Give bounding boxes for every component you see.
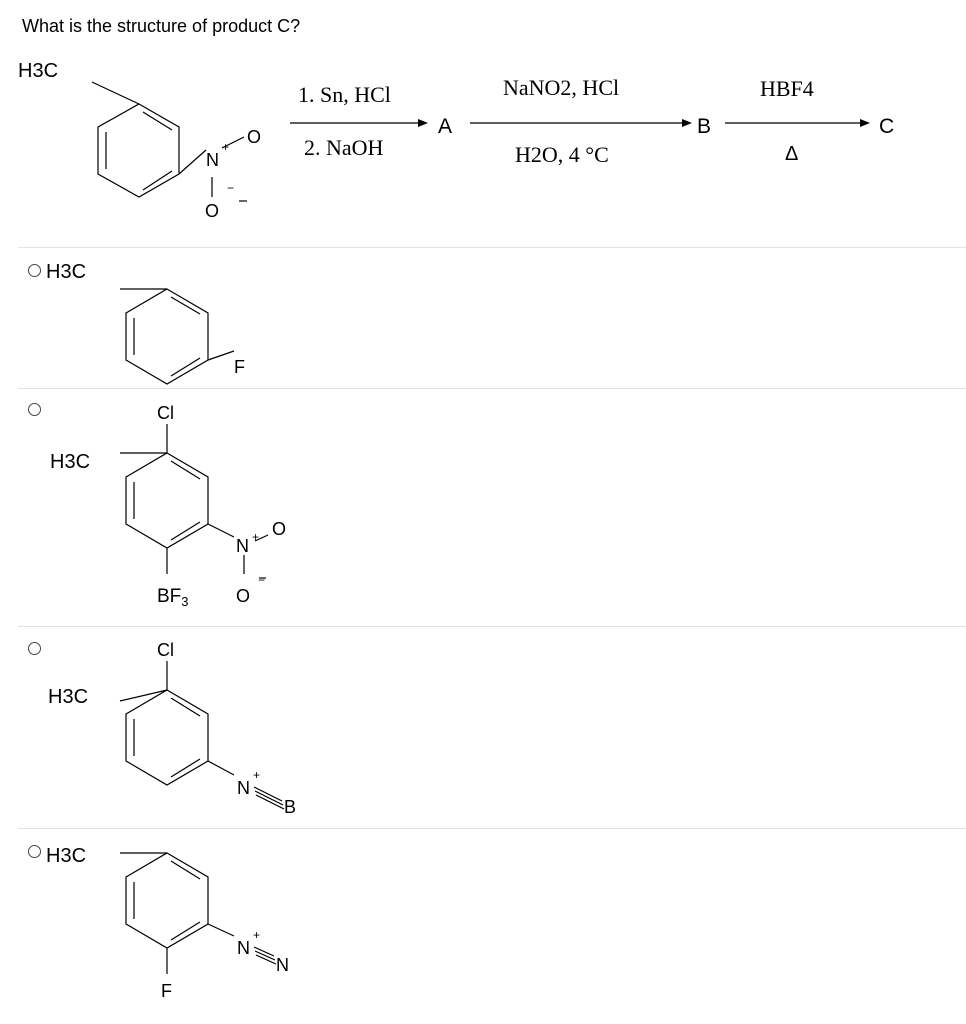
methyl-group: H3C bbox=[46, 261, 86, 283]
plus-charge: + bbox=[252, 530, 259, 544]
option-1-radio[interactable] bbox=[28, 264, 41, 277]
benzene-ring bbox=[125, 852, 209, 949]
option-4-radio[interactable] bbox=[28, 845, 41, 858]
nitro-oxygen-double: O bbox=[272, 519, 286, 539]
divider bbox=[18, 828, 966, 829]
option-1-structure[interactable]: H3C F bbox=[0, 248, 400, 388]
product-c: C bbox=[879, 115, 894, 138]
methyl-group: H3C bbox=[48, 686, 88, 708]
option-2-radio[interactable] bbox=[28, 403, 41, 416]
minus-charge: − bbox=[258, 573, 265, 587]
option-3-radio[interactable] bbox=[28, 642, 41, 655]
plus-charge: + bbox=[253, 928, 260, 942]
methyl-group: H3C bbox=[18, 60, 58, 82]
methyl-group: H3C bbox=[46, 845, 86, 867]
benzene-ring bbox=[97, 103, 180, 198]
benzene-ring bbox=[125, 288, 209, 385]
divider bbox=[18, 247, 966, 248]
option-3-structure[interactable]: Cl H3C N + B bbox=[0, 627, 400, 827]
chloro-substituent: Cl bbox=[157, 403, 174, 423]
methyl-group: H3C bbox=[50, 451, 90, 473]
nitro-nitrogen: N bbox=[236, 536, 249, 556]
reagent-step3-bottom: Δ bbox=[785, 143, 798, 165]
reagent-step1-top: 1. Sn, HCl bbox=[298, 82, 391, 107]
terminal-nitrogen: N bbox=[276, 955, 289, 975]
intermediate-b: B bbox=[697, 115, 711, 138]
reagent-step2-top: NaNO2, HCl bbox=[503, 75, 619, 100]
reagent-step2-bottom: H2O, 4 °C bbox=[515, 142, 609, 167]
benzene-ring bbox=[125, 452, 209, 549]
boron-atom: B bbox=[284, 797, 296, 817]
reaction-scheme: H3C N + O O − 1. Sn, HCl 2. NaOH A NaNO2… bbox=[18, 60, 894, 221]
fluoro-substituent: F bbox=[161, 981, 172, 1001]
minus-charge: − bbox=[227, 181, 234, 195]
plus-charge: + bbox=[222, 140, 229, 154]
chloro-substituent: Cl bbox=[157, 640, 174, 660]
option-2-structure[interactable]: Cl H3C BF3 N + O O − bbox=[0, 389, 400, 625]
divider bbox=[18, 388, 966, 389]
methyl-bond bbox=[91, 81, 140, 105]
intermediate-a: A bbox=[438, 115, 452, 138]
nitro-nitrogen: N bbox=[206, 150, 219, 170]
nitro-oxygen-double: O bbox=[247, 127, 261, 147]
benzene-ring bbox=[125, 689, 209, 786]
diazo-nitrogen: N bbox=[237, 938, 250, 958]
fluoro-substituent: F bbox=[234, 357, 245, 377]
reagent-step3-top: HBF4 bbox=[760, 76, 814, 101]
bf3-group: BF3 bbox=[157, 586, 189, 609]
question-text: What is the structure of product C? bbox=[22, 16, 301, 36]
reagent-step1-bottom: 2. NaOH bbox=[304, 135, 384, 160]
plus-charge: + bbox=[253, 768, 260, 782]
option-4-structure[interactable]: H3C F N + N bbox=[0, 829, 400, 1019]
nitro-oxygen-single: O bbox=[205, 201, 219, 221]
nitro-oxygen-single: O bbox=[236, 586, 250, 606]
diazo-nitrogen: N bbox=[237, 778, 250, 798]
divider bbox=[18, 626, 966, 627]
